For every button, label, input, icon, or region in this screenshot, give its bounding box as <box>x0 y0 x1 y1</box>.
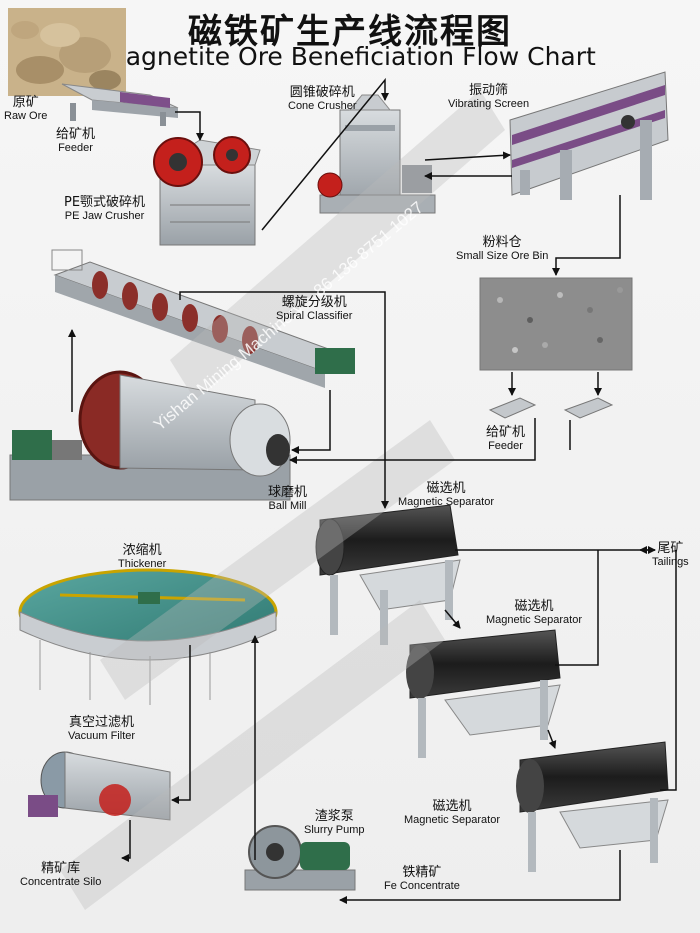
watermark-bands <box>60 90 505 910</box>
vacuum-filter-machine <box>28 751 171 821</box>
cone-crusher-machine <box>317 94 436 214</box>
thickener-machine <box>18 568 278 705</box>
ball-mill-machine <box>9 370 291 501</box>
title-chinese: 磁铁矿生产线流程图 <box>188 12 512 52</box>
vibrating-screen-machine <box>509 71 669 200</box>
magnetic-separator-1-machine <box>315 504 461 645</box>
slurry-pump-machine <box>244 825 356 891</box>
ore-bin-image <box>479 277 633 371</box>
magnetic-separator-2-machine <box>406 629 561 758</box>
title-english: Magnetite Ore Beneficiation Flow Chart <box>104 42 596 71</box>
magnetic-separator-3-machine <box>516 741 669 872</box>
spiral-classifier-machine <box>51 249 355 388</box>
feeder-top-machine <box>61 83 179 126</box>
feeder-mid-machine <box>488 397 614 419</box>
jaw-crusher-machine <box>153 136 261 246</box>
flow-lines <box>68 77 677 904</box>
raw-ore-image <box>8 8 126 96</box>
